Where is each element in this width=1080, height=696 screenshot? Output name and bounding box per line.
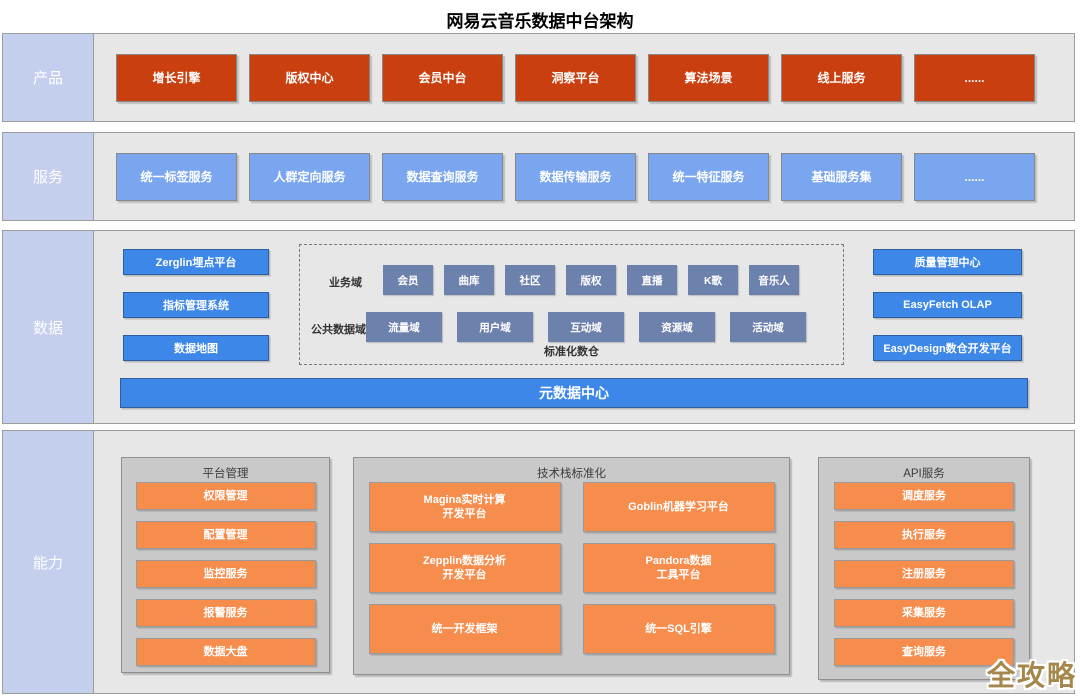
product-box: 增长引擎 — [116, 53, 237, 102]
group-tech-stack-standardization: 技术栈标准化 Magina实时计算 开发平台 Goblin机器学习平台 Zepp… — [353, 457, 790, 675]
group-platform-management: 平台管理 权限管理 配置管理 监控服务 报警服务 数据大盘 — [121, 457, 330, 673]
capability-box: 配置管理 — [135, 521, 316, 549]
capability-box: 数据大盘 — [135, 638, 316, 666]
group-title: 平台管理 — [202, 468, 249, 480]
service-box: 统一特征服务 — [648, 152, 769, 201]
band-service: 服务 统一标签服务 人群定向服务 数据查询服务 数据传输服务 统一特征服务 基础… — [2, 132, 1075, 221]
service-box-more: ...... — [914, 152, 1035, 201]
band-capability-content: 平台管理 权限管理 配置管理 监控服务 报警服务 数据大盘 技术栈标准化 Mag… — [94, 431, 1074, 693]
band-data-label: 数据 — [3, 231, 94, 423]
product-box: 算法场景 — [648, 53, 769, 102]
public-domain-row: 流量域 用户域 互动域 资源域 活动域 — [366, 312, 806, 342]
band-product: 产品 增长引擎 版权中心 会员中台 洞察平台 算法场景 线上服务 ...... — [2, 33, 1075, 122]
capability-box: 查询服务 — [834, 638, 1014, 666]
service-box: 数据查询服务 — [382, 152, 503, 201]
product-box: 线上服务 — [781, 53, 902, 102]
band-product-label: 产品 — [3, 34, 94, 121]
band-data: 数据 Zerglin埋点平台 指标管理系统 数据地图 业务域 会员 曲库 社区 … — [2, 230, 1075, 424]
service-box: 基础服务集 — [781, 152, 902, 201]
product-box: 会员中台 — [382, 53, 503, 102]
business-domain-label: 业务域 — [329, 277, 362, 289]
product-box: 版权中心 — [249, 53, 370, 102]
group-items: Magina实时计算 开发平台 Goblin机器学习平台 Zepplin数据分析… — [354, 482, 789, 654]
business-domain-box: 版权 — [566, 265, 616, 295]
band-capability: 能力 平台管理 权限管理 配置管理 监控服务 报警服务 数据大盘 技术栈标准化 — [2, 430, 1075, 694]
capability-box: 执行服务 — [834, 521, 1014, 549]
capability-box: Zepplin数据分析 开发平台 — [368, 543, 561, 593]
group-items: 权限管理 配置管理 监控服务 报警服务 数据大盘 — [122, 482, 329, 666]
data-platform-box: 数据地图 — [123, 335, 269, 361]
public-domain-box: 互动域 — [548, 312, 624, 342]
public-domain-box: 用户域 — [457, 312, 533, 342]
business-domain-row: 会员 曲库 社区 版权 直播 K歌 音乐人 — [383, 265, 799, 295]
page-title: 网易云音乐数据中台架构 — [446, 12, 634, 31]
capability-box: 权限管理 — [135, 482, 316, 510]
business-domain-box: 社区 — [505, 265, 555, 295]
group-title: 技术栈标准化 — [537, 468, 606, 480]
service-box-row: 统一标签服务 人群定向服务 数据查询服务 数据传输服务 统一特征服务 基础服务集… — [94, 133, 1074, 220]
business-domain-box: 音乐人 — [749, 265, 799, 295]
group-title: API服务 — [903, 468, 945, 480]
product-box-more: ...... — [914, 53, 1035, 102]
group-api-services: API服务 调度服务 执行服务 注册服务 采集服务 查询服务 — [818, 457, 1030, 680]
capability-box: 采集服务 — [834, 599, 1014, 627]
capability-box: Magina实时计算 开发平台 — [368, 482, 561, 532]
capability-box: Goblin机器学习平台 — [582, 482, 775, 532]
business-domain-box: 直播 — [627, 265, 677, 295]
business-domain-box: 曲库 — [444, 265, 494, 295]
standard-warehouse-group: 业务域 会员 曲库 社区 版权 直播 K歌 音乐人 公共数据域 流量域 用户域 … — [299, 244, 844, 365]
capability-box: 监控服务 — [135, 560, 316, 588]
business-domain-box: 会员 — [383, 265, 433, 295]
watermark: 全攻略 — [986, 660, 1077, 691]
data-right-column: 质量管理中心 EasyFetch OLAP EasyDesign数仓开发平台 — [873, 249, 1022, 361]
band-capability-label: 能力 — [3, 431, 94, 693]
band-data-content: Zerglin埋点平台 指标管理系统 数据地图 业务域 会员 曲库 社区 版权 … — [94, 231, 1074, 423]
warehouse-caption: 标准化数仓 — [544, 346, 599, 358]
data-platform-box: 指标管理系统 — [123, 292, 269, 318]
product-box: 洞察平台 — [515, 53, 636, 102]
data-left-column: Zerglin埋点平台 指标管理系统 数据地图 — [123, 249, 269, 361]
service-box: 人群定向服务 — [249, 152, 370, 201]
capability-box: 报警服务 — [135, 599, 316, 627]
service-box: 数据传输服务 — [515, 152, 636, 201]
data-platform-box: EasyDesign数仓开发平台 — [873, 335, 1022, 361]
capability-box: 统一SQL引擎 — [582, 604, 775, 654]
data-platform-box: EasyFetch OLAP — [873, 292, 1022, 318]
capability-box: 统一开发框架 — [368, 604, 561, 654]
data-platform-box: Zerglin埋点平台 — [123, 249, 269, 275]
public-domain-label: 公共数据域 — [311, 324, 366, 336]
capability-box: Pandora数据 工具平台 — [582, 543, 775, 593]
public-domain-box: 活动域 — [730, 312, 806, 342]
band-service-label: 服务 — [3, 133, 94, 220]
public-domain-box: 资源域 — [639, 312, 715, 342]
public-domain-box: 流量域 — [366, 312, 442, 342]
service-box: 统一标签服务 — [116, 152, 237, 201]
metadata-center-bar: 元数据中心 — [120, 378, 1028, 408]
product-box-row: 增长引擎 版权中心 会员中台 洞察平台 算法场景 线上服务 ...... — [94, 34, 1074, 121]
band-product-content: 增长引擎 版权中心 会员中台 洞察平台 算法场景 线上服务 ...... — [94, 34, 1074, 121]
group-items: 调度服务 执行服务 注册服务 采集服务 查询服务 — [819, 482, 1029, 666]
capability-group-row: 平台管理 权限管理 配置管理 监控服务 报警服务 数据大盘 技术栈标准化 Mag… — [94, 431, 1074, 680]
capability-box: 注册服务 — [834, 560, 1014, 588]
business-domain-box: K歌 — [688, 265, 738, 295]
band-service-content: 统一标签服务 人群定向服务 数据查询服务 数据传输服务 统一特征服务 基础服务集… — [94, 133, 1074, 220]
capability-box: 调度服务 — [834, 482, 1014, 510]
data-platform-box: 质量管理中心 — [873, 249, 1022, 275]
